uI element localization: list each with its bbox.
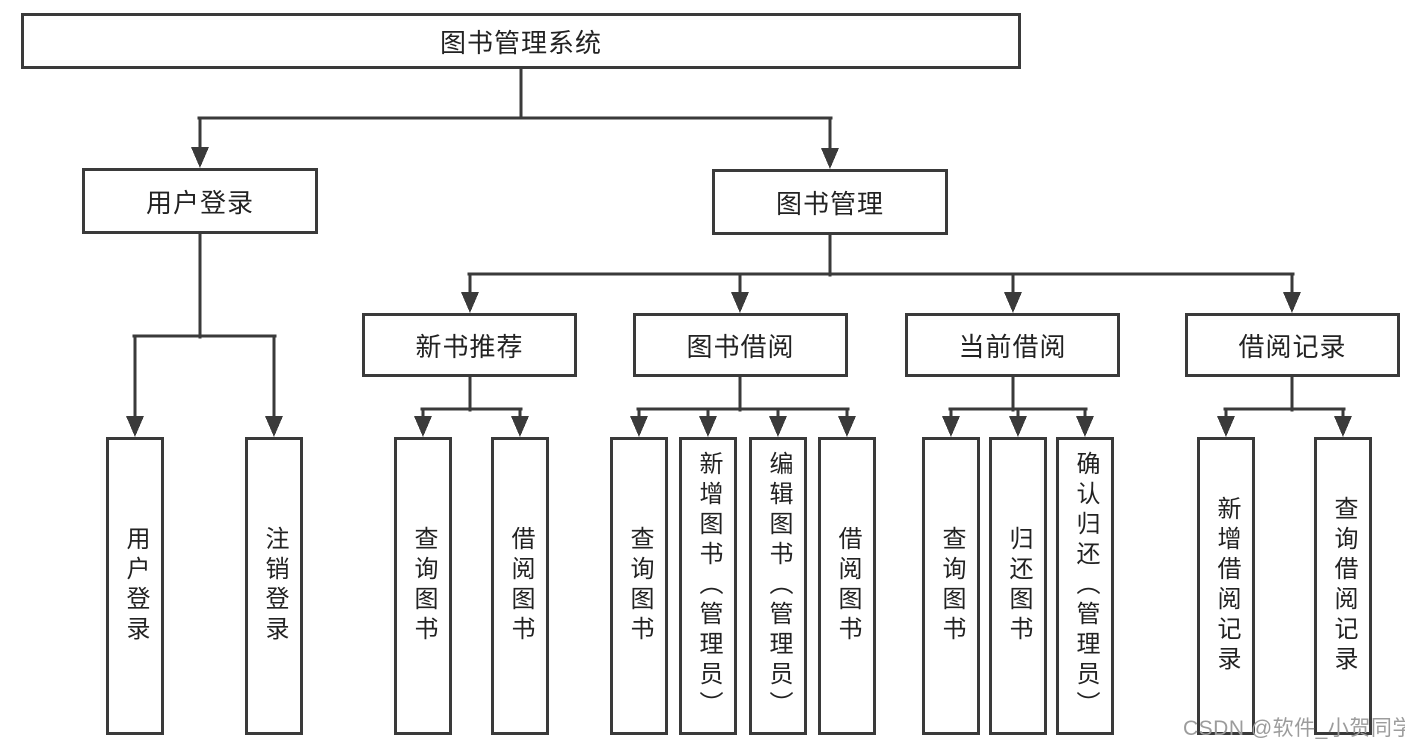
- node-label: 图书借阅: [686, 331, 795, 362]
- arrowhead-icon: [1334, 416, 1352, 437]
- leaf-borrow-book: 借阅图书: [818, 437, 876, 735]
- leaf-search-books-borrowing: 查询图书: [610, 437, 668, 735]
- node-label: 用户登录: [122, 526, 149, 646]
- node-label: 新书推荐: [415, 331, 524, 362]
- node-label: 查询借阅记录: [1330, 496, 1357, 676]
- node-label: 查询图书: [626, 526, 653, 646]
- node-label: 借阅记录: [1238, 331, 1347, 362]
- leaf-add-book-admin: 新增图书（管理员）: [679, 437, 737, 735]
- arrowhead-icon: [1009, 416, 1027, 437]
- arrowhead-icon: [769, 416, 787, 437]
- arrowhead-icon: [191, 147, 209, 168]
- node-user-login-branch: 用户登录: [82, 168, 318, 234]
- node-label: 编辑图书（管理员）: [765, 451, 792, 721]
- node-label: 归还图书: [1005, 526, 1032, 646]
- node-book-management-branch: 图书管理: [712, 169, 948, 235]
- node-new-book-recommend: 新书推荐: [362, 313, 577, 377]
- node-library-management-system: 图书管理系统: [21, 13, 1021, 69]
- arrowhead-icon: [414, 416, 432, 437]
- arrowhead-icon: [942, 416, 960, 437]
- node-label: 借阅图书: [834, 526, 861, 646]
- arrowhead-icon: [511, 416, 529, 437]
- leaf-user-login: 用户登录: [106, 437, 164, 735]
- node-label: 确认归还（管理员）: [1072, 451, 1099, 721]
- csdn-watermark: CSDN @软件_小贺同学: [1183, 717, 1405, 740]
- node-book-borrowing: 图书借阅: [633, 313, 848, 377]
- node-label: 图书管理系统: [439, 27, 602, 58]
- node-borrow-records: 借阅记录: [1185, 313, 1400, 377]
- node-label: 借阅图书: [507, 526, 534, 646]
- node-current-borrowing: 当前借阅: [905, 313, 1120, 377]
- node-label: 新增图书（管理员）: [695, 451, 722, 721]
- node-label: 查询图书: [938, 526, 965, 646]
- arrowhead-icon: [699, 416, 717, 437]
- leaf-return-book: 归还图书: [989, 437, 1047, 735]
- node-label: 当前借阅: [958, 331, 1067, 362]
- node-label: 新增借阅记录: [1213, 496, 1240, 676]
- arrowhead-icon: [630, 416, 648, 437]
- leaf-add-borrow-record: 新增借阅记录: [1197, 437, 1255, 735]
- leaf-edit-book-admin: 编辑图书（管理员）: [749, 437, 807, 735]
- arrowhead-icon: [1004, 292, 1022, 313]
- leaf-borrow-books-recommend: 借阅图书: [491, 437, 549, 735]
- node-label: 用户登录: [145, 187, 254, 218]
- arrowhead-icon: [126, 416, 144, 437]
- arrowhead-icon: [265, 416, 283, 437]
- node-label: 注销登录: [261, 526, 288, 646]
- leaf-search-books-recommend: 查询图书: [394, 437, 452, 735]
- leaf-search-borrow-record: 查询借阅记录: [1314, 437, 1372, 735]
- arrowhead-icon: [1283, 292, 1301, 313]
- leaf-logout: 注销登录: [245, 437, 303, 735]
- node-label: 图书管理: [775, 188, 884, 219]
- arrowhead-icon: [821, 148, 839, 169]
- arrowhead-icon: [461, 292, 479, 313]
- arrowhead-icon: [731, 292, 749, 313]
- leaf-search-books-current: 查询图书: [922, 437, 980, 735]
- arrowhead-icon: [1076, 416, 1094, 437]
- node-label: 查询图书: [410, 526, 437, 646]
- leaf-confirm-return-admin: 确认归还（管理员）: [1056, 437, 1114, 735]
- arrowhead-icon: [838, 416, 856, 437]
- arrowhead-icon: [1217, 416, 1235, 437]
